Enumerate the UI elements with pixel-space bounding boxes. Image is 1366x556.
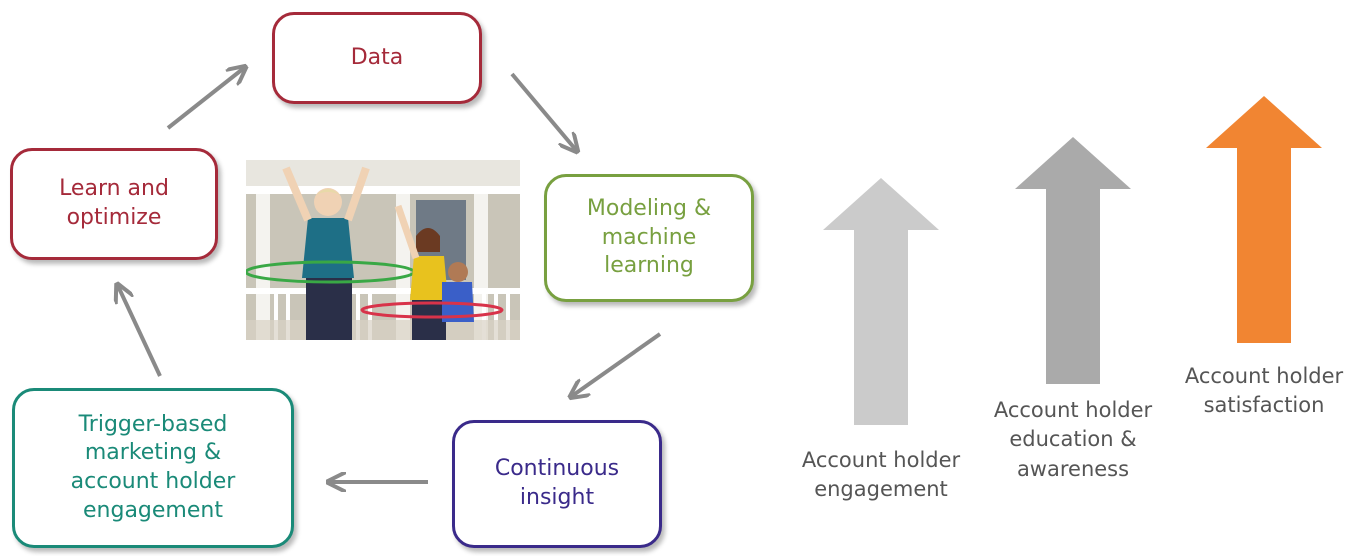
node-insight: Continuous insight	[452, 420, 662, 548]
node-data: Data	[272, 12, 482, 104]
arrow-data-to-modeling	[510, 72, 576, 150]
outcome-arrow-satisfaction	[1206, 96, 1322, 343]
caption-satisfaction: Account holder satisfaction	[1184, 364, 1344, 418]
node-modeling: Modeling & machine learning	[544, 174, 754, 302]
arrow-learn-to-data	[166, 68, 244, 130]
caption-engagement: Account holder engagement	[801, 448, 961, 502]
node-insight-label: Continuous insight	[494, 456, 620, 510]
arrow-trigger-to-learn	[118, 286, 162, 377]
node-trigger-label: Trigger-based marketing & account holder…	[70, 411, 236, 523]
outcome-arrow-engagement	[823, 178, 939, 425]
node-modeling-label: Modeling & machine learning	[586, 196, 712, 279]
node-learn-label: Learn and optimize	[59, 176, 169, 230]
node-trigger: Trigger-based marketing & account holder…	[12, 388, 294, 548]
node-data-label: Data	[350, 44, 404, 70]
caption-education: Account holder education & awareness	[993, 398, 1153, 481]
outcome-arrow-education	[1015, 137, 1131, 384]
family-photo	[246, 160, 520, 340]
arrow-modeling-to-insight	[572, 332, 662, 396]
node-learn: Learn and optimize	[10, 148, 218, 260]
